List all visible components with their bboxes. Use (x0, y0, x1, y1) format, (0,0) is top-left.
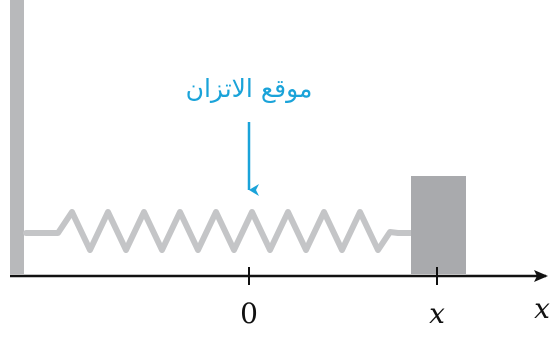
spring (23, 209, 415, 253)
x-axis-label: x (534, 292, 550, 325)
block-position-label: x (429, 297, 445, 330)
block (411, 176, 466, 274)
wall (10, 0, 24, 274)
equilibrium-label: موقع الاتزان (186, 74, 313, 104)
origin-tick-label: 0 (240, 297, 258, 330)
